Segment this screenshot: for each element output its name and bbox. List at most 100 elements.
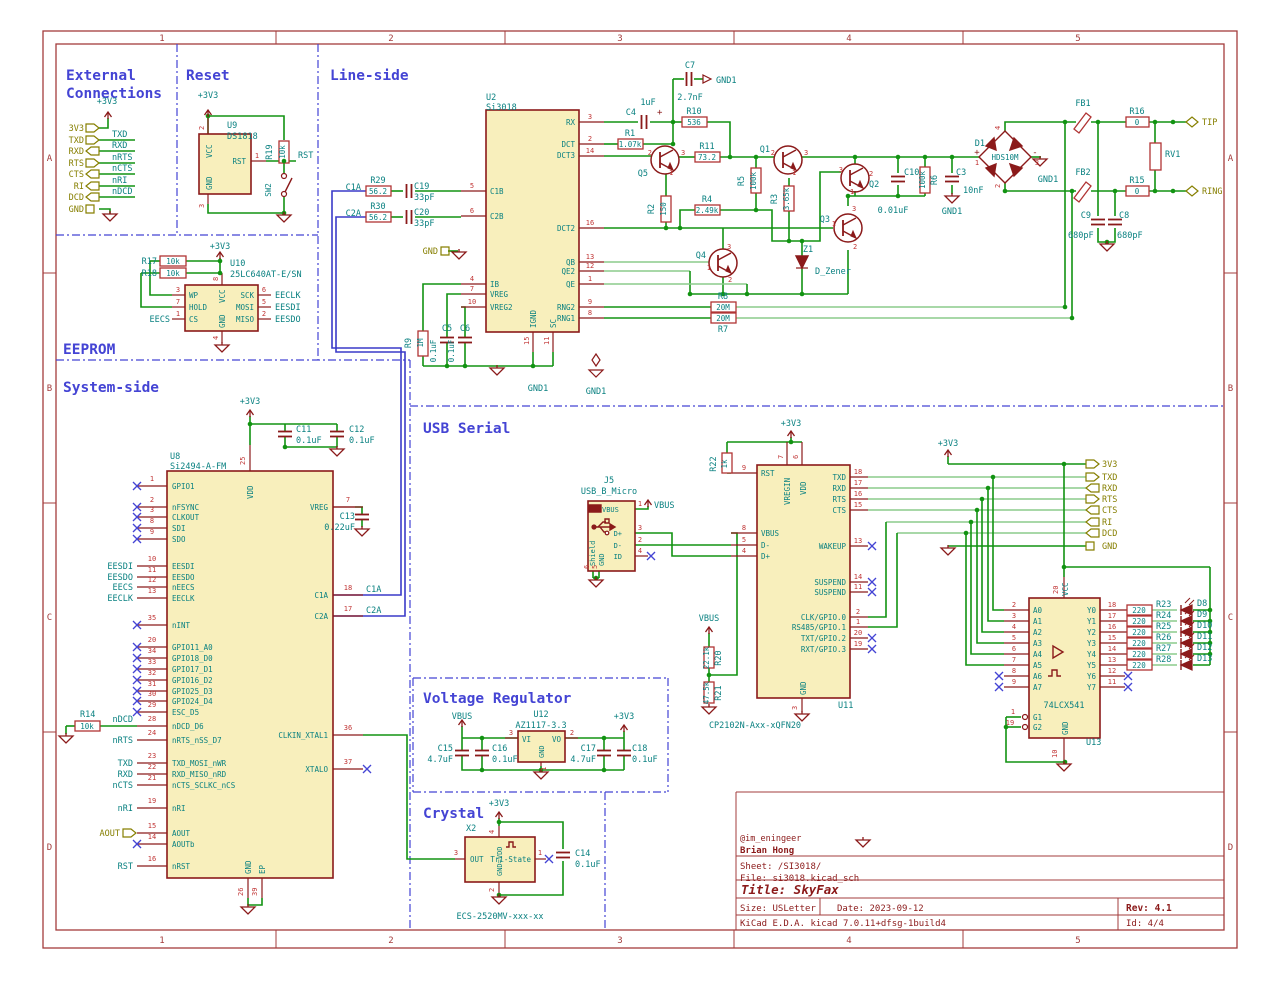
val[interactable]: 0 (1135, 187, 1140, 196)
ref[interactable]: C17 (581, 744, 596, 754)
ref[interactable]: R17 (142, 257, 157, 267)
chip-u8-si2494[interactable] (166, 470, 334, 879)
net[interactable]: RST (118, 862, 133, 872)
sheet-pin-gnd-left[interactable] (85, 204, 95, 214)
section-title-external-connections[interactable]: External (66, 68, 136, 84)
wire[interactable] (976, 510, 1004, 644)
net[interactable]: nRTS (113, 736, 133, 746)
gnd-symbol[interactable] (854, 839, 872, 848)
section-title-line-side[interactable]: Line-side (330, 68, 409, 84)
net[interactable]: C2A (366, 606, 381, 616)
val[interactable]: 10k (80, 722, 94, 731)
val[interactable]: 2.49k (696, 206, 719, 215)
lbl[interactable]: +3V3 (489, 799, 509, 809)
wire[interactable] (965, 533, 1004, 666)
wire[interactable] (970, 522, 1004, 655)
res-r30[interactable] (365, 211, 392, 223)
val[interactable]: 47.5k (702, 681, 711, 704)
res-r10[interactable] (681, 116, 708, 128)
val[interactable]: 74LCX541 (1044, 701, 1085, 711)
val[interactable]: 0.22uF (324, 523, 355, 533)
bus-wire[interactable] (333, 216, 406, 617)
net[interactable]: nDCD (112, 187, 132, 197)
ref[interactable]: R21 (714, 685, 724, 700)
val[interactable]: DS1818 (227, 132, 258, 142)
ref[interactable]: R4 (702, 195, 712, 205)
hier-pin-gnd-right[interactable] (1085, 541, 1095, 551)
lbl[interactable]: RING (1202, 187, 1222, 197)
section-title-crystal[interactable]: Crystal (423, 806, 484, 822)
ref[interactable]: D10 (1197, 621, 1212, 631)
wire[interactable] (499, 821, 564, 849)
net[interactable]: C1A (346, 183, 361, 193)
net[interactable]: nRTS (112, 153, 132, 163)
usb-icon-ring[interactable] (604, 530, 610, 536)
bridge-diode[interactable] (1008, 136, 1024, 152)
wire[interactable] (756, 209, 802, 242)
ref[interactable]: R30 (370, 202, 385, 212)
val[interactable]: 220 (1132, 661, 1146, 670)
hier-pin-ri-right[interactable] (1085, 517, 1100, 527)
ferrite-fb2[interactable] (1073, 181, 1092, 203)
wire[interactable] (802, 171, 841, 242)
pulse-glyph-x2[interactable] (506, 841, 516, 848)
lbl[interactable]: VBUS (654, 501, 674, 511)
net[interactable]: nCTS (112, 164, 132, 174)
net[interactable]: nRI (118, 804, 133, 814)
ref[interactable]: C13 (340, 512, 355, 522)
res-r8[interactable] (710, 301, 737, 313)
led-d9[interactable] (1179, 615, 1193, 627)
val[interactable]: 3.65k (782, 187, 791, 210)
gnd-symbol[interactable] (450, 251, 468, 260)
wire[interactable] (499, 861, 564, 896)
zener-z1[interactable] (794, 255, 810, 270)
wire[interactable] (446, 293, 461, 337)
ref[interactable]: R28 (1156, 655, 1171, 665)
ref[interactable]: Q3 (820, 215, 830, 225)
led-d8[interactable] (1179, 604, 1193, 616)
ref[interactable]: R6 (930, 175, 940, 185)
val[interactable]: 10k (166, 257, 180, 266)
wire[interactable] (992, 477, 1004, 611)
wire[interactable] (981, 499, 1004, 633)
wire[interactable] (207, 204, 284, 214)
net[interactable]: nDCD (113, 715, 133, 725)
bridge-d1-body[interactable] (978, 130, 1032, 184)
wire[interactable] (707, 121, 731, 157)
invert-bubble-g2[interactable] (1021, 723, 1029, 731)
ref[interactable]: Q5 (638, 169, 648, 179)
ref[interactable]: C11 (296, 425, 311, 435)
ref[interactable]: C10 (904, 168, 919, 178)
transistor-q2[interactable] (840, 163, 870, 193)
ferrite-fb1[interactable] (1073, 112, 1092, 134)
lbl[interactable]: +3V3 (240, 397, 260, 407)
val[interactable]: 10k (278, 145, 287, 159)
wire[interactable] (1005, 717, 1064, 763)
hier-pin-rts-right[interactable] (1085, 494, 1100, 504)
res-r5[interactable] (750, 167, 762, 194)
ref[interactable]: FB2 (1075, 168, 1090, 178)
wire[interactable] (987, 488, 1004, 622)
lbl[interactable]: GND1 (528, 384, 548, 394)
bus-wire[interactable] (331, 190, 402, 596)
lbl[interactable]: 3V3 (1102, 460, 1117, 470)
wire[interactable] (355, 506, 363, 514)
val[interactable]: 0.1uF (296, 436, 322, 446)
val[interactable]: 680pF (1117, 231, 1143, 241)
net[interactable]: RXD (118, 770, 133, 780)
lbl[interactable]: +3V3 (938, 439, 958, 449)
ref[interactable]: Z1 (803, 245, 813, 255)
val[interactable]: CP2102N-Axx-xQFN20 (709, 721, 801, 731)
lbl[interactable]: AOUT (100, 829, 120, 839)
ref[interactable]: C8 (1119, 211, 1129, 221)
ref[interactable]: J5 (604, 476, 614, 486)
ref[interactable]: Q2 (869, 180, 879, 190)
ref[interactable]: R20 (714, 650, 724, 665)
ref[interactable]: C14 (575, 849, 590, 859)
hier-pin-dcd-right[interactable] (1085, 528, 1100, 538)
ref[interactable]: C15 (438, 744, 453, 754)
hier-pin-tip[interactable] (1185, 116, 1199, 128)
res-r28[interactable] (1126, 659, 1153, 671)
ref[interactable]: R3 (770, 194, 780, 204)
